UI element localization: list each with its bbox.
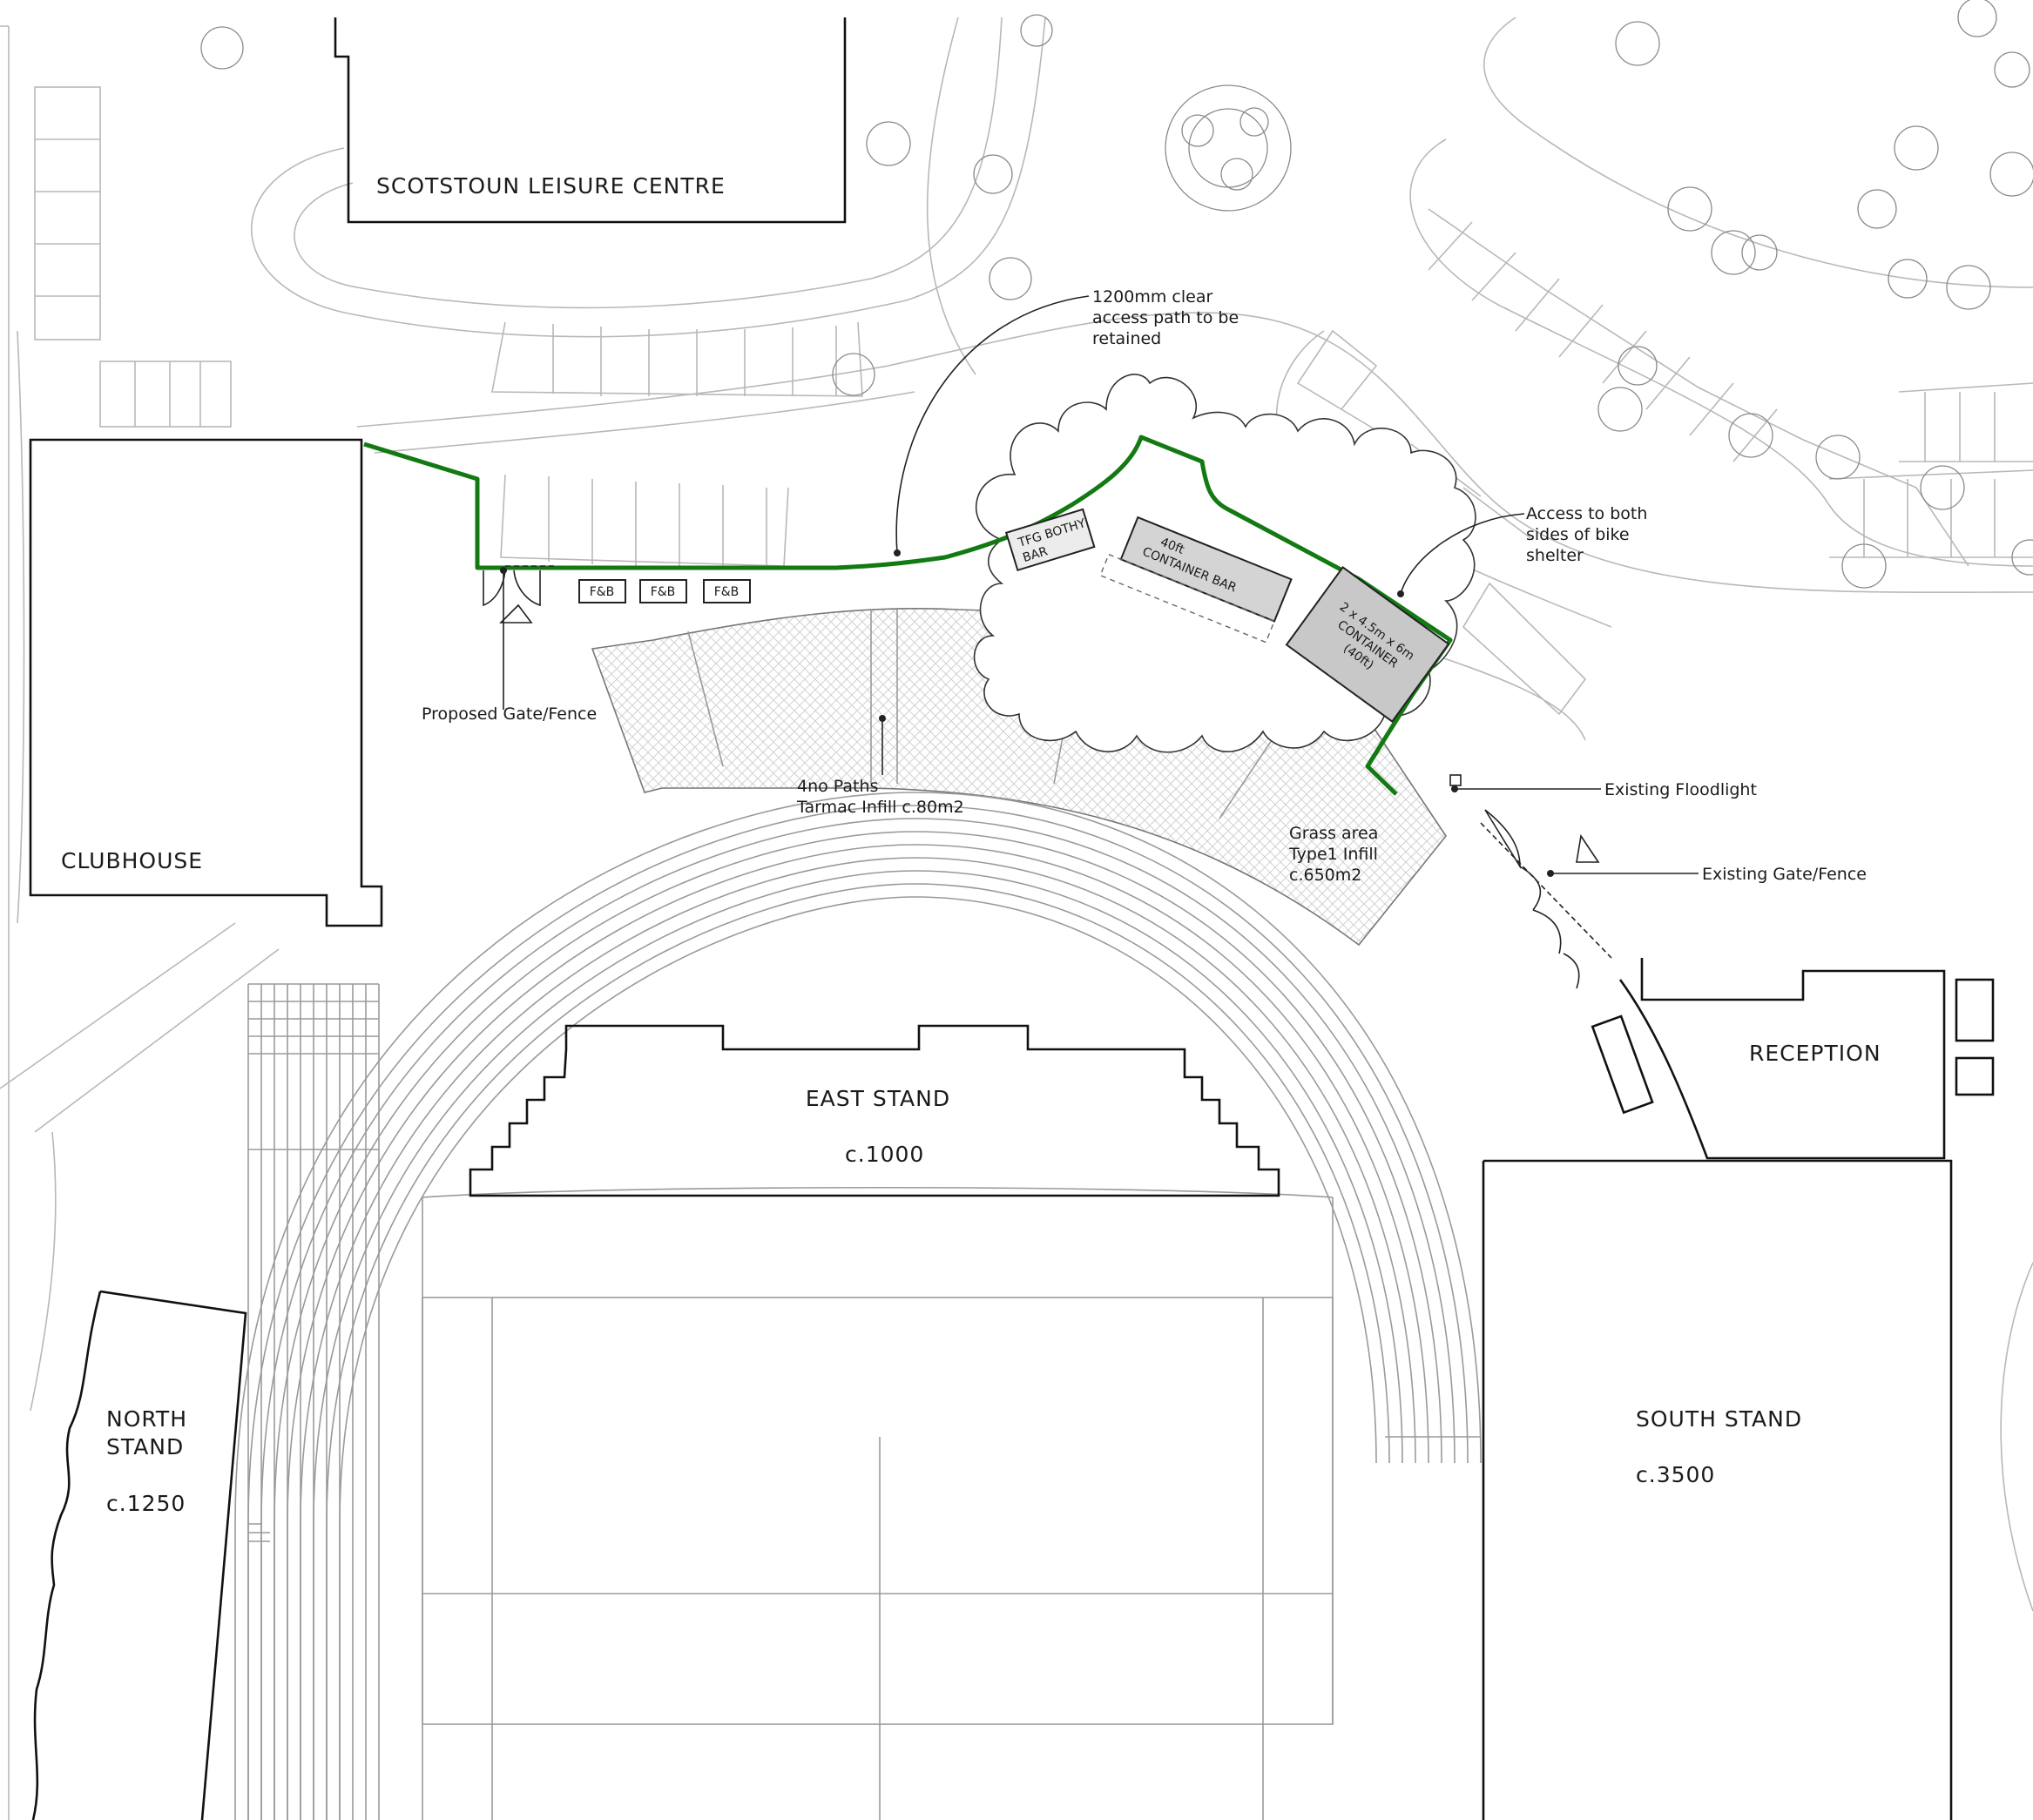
existing-gate — [1449, 774, 1612, 989]
north-stand-label-line1: NORTH — [106, 1406, 187, 1432]
south-stand-building — [1482, 1159, 1953, 1820]
road-network — [0, 17, 2033, 1820]
clubhouse-building — [29, 438, 383, 927]
fb-kiosk-label: F&B — [651, 585, 676, 599]
trees — [200, 0, 2033, 589]
fb-kiosk-3: F&B — [703, 579, 751, 603]
floodlight-note: Existing Floodlight — [1604, 780, 1757, 799]
bike-shelter-note-line3: shelter — [1526, 546, 1584, 565]
leisure-centre-building — [334, 17, 847, 224]
grass-note-line1: Grass area — [1289, 824, 1378, 843]
clubhouse-label: CLUBHOUSE — [61, 848, 203, 873]
bike-shelter-note-line2: sides of bike — [1526, 525, 1630, 544]
proposed-gate-note: Proposed Gate/Fence — [422, 704, 597, 724]
pitch — [422, 1186, 1334, 1820]
south-stand-label: SOUTH STAND — [1636, 1406, 1802, 1432]
running-track — [234, 792, 1482, 1820]
bike-shelter-note-line1: Access to both — [1526, 504, 1647, 523]
fb-kiosk-label: F&B — [714, 585, 740, 599]
container-bar-unit: 40ft CONTAINER BAR — [1099, 516, 1293, 644]
north-stand-capacity: c.1250 — [106, 1491, 186, 1516]
access-path-note-line2: access path to be — [1092, 308, 1239, 327]
east-stand-capacity: c.1000 — [845, 1142, 924, 1167]
fb-kiosk-label: F&B — [590, 585, 615, 599]
grass-note-line2: Type1 Infill — [1288, 845, 1378, 864]
reception-label: RECEPTION — [1749, 1041, 1881, 1066]
paths-note-line2: Tarmac Infill c.80m2 — [796, 798, 964, 817]
proposed-gate — [483, 565, 557, 624]
site-boundary — [363, 435, 1453, 796]
east-stand-building — [469, 1024, 1280, 1197]
leader-lines — [500, 295, 1699, 877]
reception-building — [1591, 958, 1995, 1160]
leisure-centre-label: SCOTSTOUN LEISURE CENTRE — [376, 173, 726, 199]
container-2x-unit: 2 x 4.5m x 6m CONTAINER (40ft) — [1285, 566, 1450, 723]
access-path-note-line1: 1200mm clear — [1092, 287, 1212, 307]
existing-gate-note: Existing Gate/Fence — [1702, 865, 1867, 884]
grass-note-line3: c.650m2 — [1289, 866, 1361, 885]
access-path-note-line3: retained — [1092, 329, 1161, 348]
fb-kiosk-2: F&B — [639, 579, 687, 603]
north-stand-building — [31, 1290, 247, 1820]
fb-kiosk-1: F&B — [578, 579, 626, 603]
south-stand-capacity: c.3500 — [1636, 1462, 1715, 1487]
north-stand-label-line2: STAND — [106, 1434, 184, 1459]
paths-note-line1: 4no Paths — [797, 777, 878, 796]
east-stand-label: EAST STAND — [806, 1086, 950, 1111]
